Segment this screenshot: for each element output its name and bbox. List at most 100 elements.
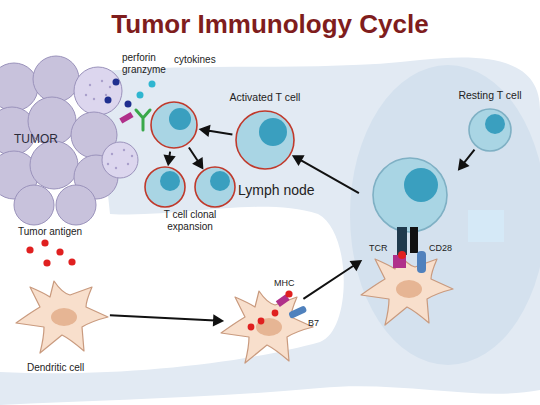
cell-nucleus [210,171,230,191]
cell-label: Resting T cell [450,89,530,101]
tumor-cell [14,185,54,225]
tumor-cell [74,67,122,115]
dendritic-cell-shape [16,281,108,353]
antigen-label: Tumor antigen [18,226,82,238]
cell-membrane [373,158,447,232]
resting-cell-shape [469,109,511,151]
dendritic-cell-shape [221,290,313,363]
tumor-speckle [85,94,87,96]
antigen-dot [398,251,406,259]
tumor-speckle [109,86,111,88]
activated-cell-shape [236,111,294,169]
antibody-symbol [136,110,150,130]
cell-label: Activated T cell [220,91,310,103]
cell-membrane [195,167,235,207]
antigen-presenting-cell-outline [222,278,312,362]
highlight-square [468,210,504,242]
tumor-speckle [123,149,125,151]
clone-cell [195,167,235,207]
clonal-expansion-group: T cell clonal expansion [140,165,240,211]
resting-t-cell: Resting T cell [468,108,512,152]
granzyme-dot [149,81,156,88]
molecule-label: MHC [274,278,295,288]
dendritic-cell-outline [15,268,110,358]
molecule-label: B7 [308,318,319,328]
antigen-dot [41,239,48,246]
dendritic-body [221,291,313,363]
tcr-receptor [397,227,407,255]
tumor-cell [102,142,138,178]
cell-nucleus [404,168,438,202]
tumor-cell [56,185,96,225]
b7-molecule [288,305,307,319]
lymph-node-region [350,65,540,365]
perforin-dot [125,101,132,108]
resting-t-cell-outline [468,108,512,152]
dendritic-cell-shape [361,253,453,325]
clonal-expansion-group-outline [140,165,240,211]
activated-t-cell-outline [235,110,295,170]
region-label: Lymph node [238,182,315,198]
tumor-speckle [89,84,91,86]
tumor-speckle [127,163,129,165]
tumor-speckle [131,155,133,157]
flow-arrow [459,150,474,170]
helper-t-cell [373,158,447,232]
activated-t-cell: Activated T cell [235,110,295,170]
effector-cell-shape [151,102,197,148]
antigen-dot [272,310,279,317]
dendritic-nucleus [51,308,77,326]
antigen-dot [56,248,63,255]
effector-t-cell-outline [150,101,198,149]
antigen-dot [26,246,33,253]
cell-nucleus [160,171,180,191]
immune-synapse-outline [355,155,480,320]
cell-label: Dendritic cell [27,362,84,374]
tumor-speckle [101,80,103,82]
b7-molecule [417,251,426,273]
perforin-dot [113,79,120,86]
tumor-label: TUMOR [14,133,58,147]
tumor-speckle [115,167,117,169]
cell-membrane [236,111,294,169]
cell-membrane [145,167,185,207]
dendritic-nucleus [256,318,282,336]
clone-cell [145,167,185,207]
tumor-receptor [119,112,133,124]
diagram-title: Tumor Immunology Cycle [0,10,540,40]
antigen-presenting-cell: MHCB7 [222,278,312,362]
molecule-label: perforin granzyme [122,52,174,75]
antigen-dot [258,318,265,325]
cytokine-label: cytokines [174,54,216,66]
tumor-speckle [111,153,113,155]
tumor-speckle [107,163,109,165]
flow-arrow [201,126,233,135]
flow-arrow [294,156,359,193]
dendritic-cell: Dendritic cell [15,268,110,358]
cell-membrane [151,102,197,148]
dendritic-body [361,253,453,325]
flow-arrow [303,261,360,299]
antigen-dot [43,259,50,266]
perforin-dot [105,97,112,104]
cell-nucleus [259,118,287,146]
flow-arrow [110,315,222,325]
cell-membrane [469,109,511,151]
cell-nucleus [169,108,191,130]
receptor-label: CD28 [429,243,452,253]
receptor-label: TCR [369,243,388,253]
dendritic-nucleus [396,280,422,298]
tumor-cell [30,141,78,189]
tumor-cell [33,56,79,102]
cell-nucleus [485,114,505,134]
antigen-dot [285,290,292,297]
tumor-speckle [105,94,107,96]
granzyme-dot [137,92,144,99]
effector-t-cell: cytokines [150,101,198,149]
dendritic-body [16,281,108,353]
clonal-label: T cell clonal expansion [150,209,230,232]
tumor-speckle [93,98,95,100]
antigen-dot [248,324,255,331]
tumor-cluster: TUMOR [0,65,135,215]
